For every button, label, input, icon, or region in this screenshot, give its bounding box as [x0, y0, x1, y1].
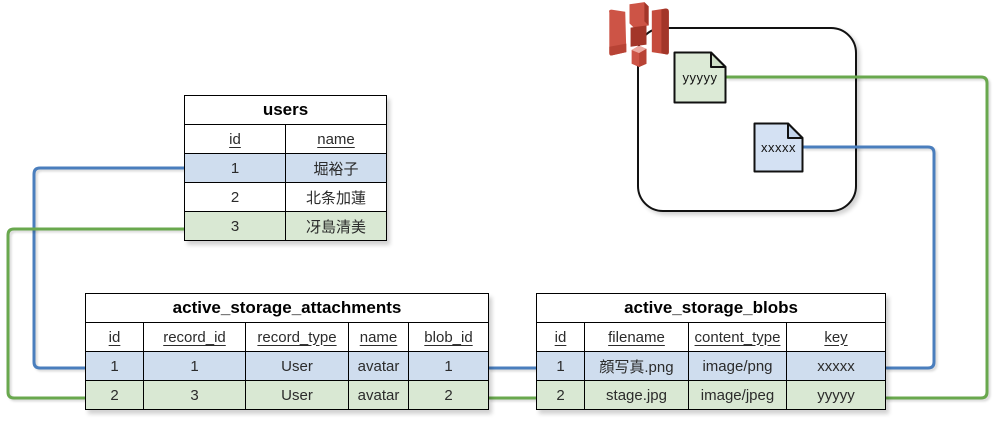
- blobs-table-title: active_storage_blobs: [535, 293, 887, 323]
- users-row-2: 2 北条加蓮: [184, 182, 387, 212]
- blobs-col-content-type: content_type: [688, 322, 787, 352]
- cell: 2: [536, 380, 585, 410]
- file-label: yyyyy: [682, 70, 718, 85]
- cell: 1: [184, 153, 286, 183]
- attachments-header-row: id record_id record_type name blob_id: [85, 322, 489, 352]
- cell: image/png: [688, 351, 787, 381]
- s3-icon-center: [630, 25, 647, 47]
- attachments-col-record-type: record_type: [245, 322, 349, 352]
- cell: 堀裕子: [285, 153, 387, 183]
- users-row-1: 1 堀裕子: [184, 153, 387, 183]
- cell: 1: [143, 351, 246, 381]
- blobs-table: active_storage_blobs id filename content…: [535, 293, 887, 410]
- cell: 2: [85, 380, 144, 410]
- attachments-table: active_storage_attachments id record_id …: [85, 293, 489, 410]
- cell: avatar: [348, 351, 409, 381]
- s3-icon-top-cube-side: [644, 2, 649, 26]
- attachments-row-2: 2 3 User avatar 2: [85, 380, 489, 410]
- s3-icon-left-slab-shade: [609, 43, 627, 56]
- s3-icon-left-slab: [609, 9, 627, 56]
- s3-icon-right-slab-shade: [661, 8, 669, 55]
- attachments-col-blob-id: blob_id: [408, 322, 489, 352]
- cell: User: [245, 380, 349, 410]
- cell: 冴島清美: [285, 211, 387, 241]
- attachments-row-1: 1 1 User avatar 1: [85, 351, 489, 381]
- s3-icon-bottom-cube-side: [639, 48, 647, 67]
- file-yyyyy: yyyyy: [673, 51, 727, 104]
- cell: yyyyy: [785, 380, 887, 410]
- cell: 2: [184, 182, 286, 212]
- cell: xxxxx: [785, 351, 887, 381]
- attachments-col-record-id: record_id: [143, 322, 246, 352]
- users-col-name: name: [285, 124, 387, 154]
- cell: avatar: [348, 380, 409, 410]
- cell: 北条加蓮: [285, 182, 387, 212]
- blobs-col-filename: filename: [584, 322, 689, 352]
- blobs-header-row: id filename content_type key: [536, 322, 887, 352]
- cell: stage.jpg: [584, 380, 689, 410]
- attachments-table-title: active_storage_attachments: [85, 293, 489, 323]
- cell: 1: [536, 351, 585, 381]
- file-xxxxx: xxxxx: [753, 122, 804, 173]
- cell: User: [245, 351, 349, 381]
- blobs-row-2: 2 stage.jpg image/jpeg yyyyy: [536, 380, 887, 410]
- blobs-row-1: 1 顔写真.png image/png xxxxx: [536, 351, 887, 381]
- file-icon: [673, 51, 727, 104]
- cell: 3: [143, 380, 246, 410]
- s3-bucket-icon: [609, 2, 669, 67]
- blobs-col-key: key: [785, 322, 887, 352]
- users-row-3: 3 冴島清美: [184, 211, 387, 241]
- s3-icon-bottom-cube-top: [631, 45, 647, 54]
- cell: 3: [184, 211, 286, 241]
- cell: 2: [408, 380, 489, 410]
- cell: image/jpeg: [688, 380, 787, 410]
- attachments-col-id: id: [85, 322, 144, 352]
- users-header-row: id name: [184, 124, 387, 154]
- blobs-col-id: id: [536, 322, 585, 352]
- users-table: users id name 1 堀裕子 2 北条加蓮 3 冴島清美: [184, 95, 387, 241]
- attachments-col-name: name: [348, 322, 409, 352]
- users-col-id: id: [184, 124, 286, 154]
- file-label: xxxxx: [761, 140, 796, 155]
- users-table-title: users: [184, 95, 387, 125]
- cell: 1: [85, 351, 144, 381]
- cell: 顔写真.png: [584, 351, 689, 381]
- cell: 1: [408, 351, 489, 381]
- s3-icon-top-cube: [629, 2, 649, 28]
